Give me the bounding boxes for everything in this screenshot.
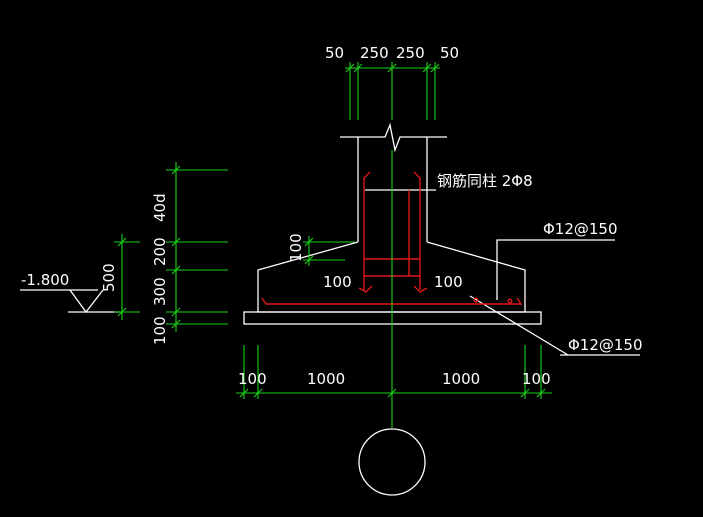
dim-left-200: 200 bbox=[151, 237, 169, 266]
column-outline bbox=[340, 122, 447, 242]
dim-left-inner bbox=[114, 234, 140, 320]
elevation-marker bbox=[69, 289, 104, 314]
dim-haunch bbox=[303, 236, 355, 266]
dim-bottom-labels: 100 1000 1000 100 bbox=[238, 370, 551, 388]
offset-left-label: 100 bbox=[323, 273, 352, 291]
dim-top-4: 50 bbox=[440, 44, 459, 62]
ground-line bbox=[20, 289, 120, 313]
footing-bottom-rebar bbox=[261, 297, 523, 305]
dim-top-labels: 50 250 250 50 bbox=[325, 44, 459, 62]
dim-bottom-2: 1000 bbox=[307, 370, 345, 388]
dim-left-100: 100 bbox=[151, 316, 169, 345]
column-rebar bbox=[358, 171, 428, 293]
dim-top-3: 250 bbox=[396, 44, 425, 62]
dim-top-1: 50 bbox=[325, 44, 344, 62]
elevation-label: -1.800 bbox=[21, 271, 69, 289]
dim-left-500: 500 bbox=[100, 263, 118, 292]
rebar-lower-label: Φ12@150 bbox=[568, 336, 643, 354]
dim-bottom-4: 100 bbox=[522, 370, 551, 388]
rebar-upper-label: Φ12@150 bbox=[543, 220, 618, 238]
dim-left-labels: 40d 200 300 100 500 100 bbox=[100, 193, 305, 345]
dim-top bbox=[345, 62, 440, 120]
dim-top-2: 250 bbox=[360, 44, 389, 62]
pile-circle bbox=[358, 428, 426, 496]
dim-left-outer bbox=[166, 162, 228, 332]
dim-bottom bbox=[236, 345, 552, 399]
dim-haunch-100: 100 bbox=[287, 233, 305, 262]
dim-bottom-3: 1000 bbox=[442, 370, 480, 388]
offset-right-label: 100 bbox=[434, 273, 463, 291]
dim-left-40d: 40d bbox=[151, 193, 169, 222]
dim-left-300: 300 bbox=[151, 277, 169, 306]
column-rebar-label: 钢筋同柱 2Φ8 bbox=[437, 172, 533, 190]
leader-lines bbox=[365, 189, 640, 356]
dim-bottom-1: 100 bbox=[238, 370, 267, 388]
annotation-labels: -1.800 钢筋同柱 2Φ8 Φ12@150 Φ12@150 100 100 bbox=[21, 172, 643, 354]
